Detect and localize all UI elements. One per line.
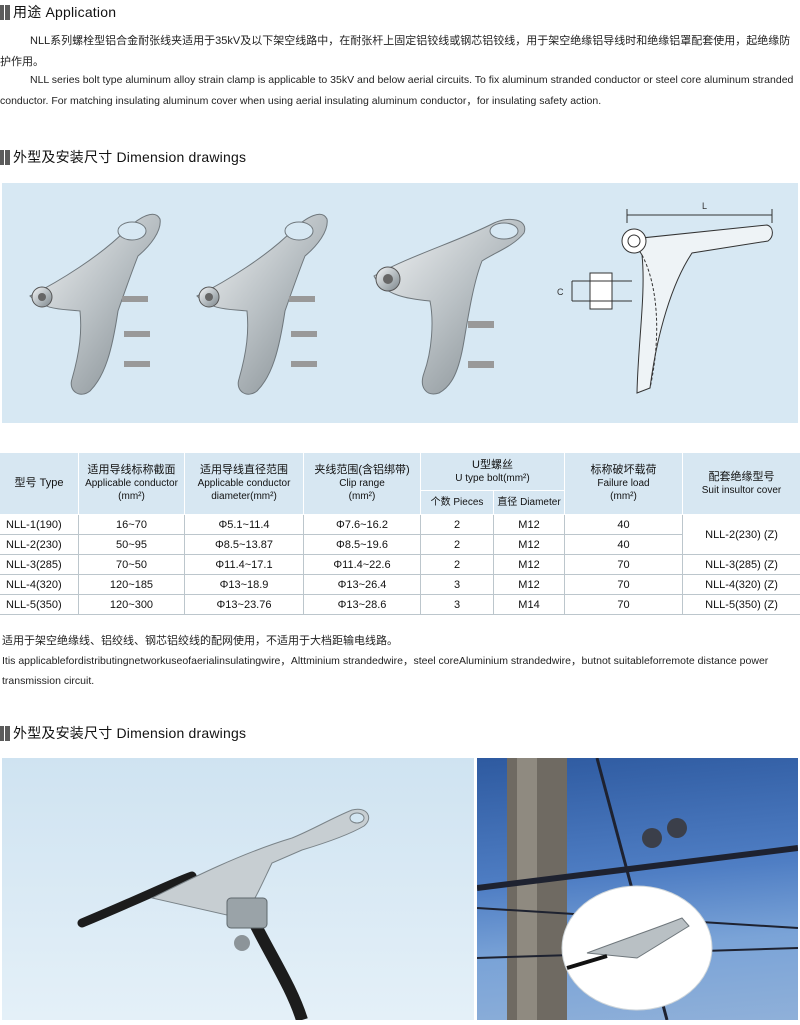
dim-C-label: C <box>557 287 564 297</box>
spec-table: 型号 Type 适用导线标称截面 Applicable conductor (m… <box>0 452 800 615</box>
table-row: NLL-4(320) 120~185 Φ13~18.9 Φ13~26.4 3 M… <box>0 575 800 595</box>
table-row: NLL-2(230) 50~95 Φ8.5~13.87 Φ8.5~19.6 2 … <box>0 535 800 555</box>
table-row: NLL-3(285) 70~50 Φ11.4~17.1 Φ11.4~22.6 2… <box>0 555 800 575</box>
application-paragraph-en: NLL series bolt type aluminum alloy stra… <box>0 70 794 112</box>
dimension-heading-2-text: 外型及安装尺寸 Dimension drawings <box>13 723 246 743</box>
application-paragraph-cn: NLL系列螺栓型铝合金耐张线夹适用于35kV及以下架空线路中，在耐张杆上固定铝铰… <box>0 31 794 73</box>
product-drawings-panel: L C <box>2 183 798 423</box>
col-header-conductor: 适用导线标称截面 Applicable conductor (mm²) <box>79 453 185 515</box>
strain-clamp-illustrations: L C <box>2 183 798 423</box>
col-header-bolt-diameter: 直径 Diameter <box>494 491 565 515</box>
cover-cell: NLL-4(320) (Z) <box>683 575 800 595</box>
clamp-photo-3 <box>374 219 525 394</box>
col-header-failure-load: 标称破坏载荷 Failure load (mm²) <box>565 453 683 515</box>
dim-L-label: L <box>702 201 707 211</box>
dimension-heading-1-text: 外型及安装尺寸 Dimension drawings <box>13 147 246 167</box>
col-header-u-bolt: U型螺丝 U type bolt(mm²) <box>421 453 565 491</box>
utility-pole-image <box>477 758 798 1020</box>
col-header-pieces: 个数 Pieces <box>421 491 494 515</box>
cover-cell: NLL-5(350) (Z) <box>683 595 800 615</box>
heading-marker-icon <box>0 5 10 20</box>
clamp-photo-2 <box>197 214 327 394</box>
application-heading-text: 用途 Application <box>13 2 116 22</box>
dimension-line-drawing: L C <box>557 201 772 393</box>
cover-cell: NLL-2(230) (Z) <box>683 515 800 555</box>
usage-note-en: Itis applicablefordistributingnetworkuse… <box>2 651 794 691</box>
application-heading: 用途 Application <box>0 2 116 22</box>
dimension-heading-1: 外型及安装尺寸 Dimension drawings <box>0 147 246 167</box>
heading-marker-icon <box>0 726 10 741</box>
heading-marker-icon <box>0 150 10 165</box>
table-row: NLL-1(190) 16~70 Φ5.1~11.4 Φ7.6~16.2 2 M… <box>0 515 800 535</box>
cover-cell: NLL-3(285) (Z) <box>683 555 800 575</box>
col-header-diameter: 适用导线直径范围 Applicable conductor diameter(m… <box>185 453 304 515</box>
clamp-photo-1 <box>30 214 160 394</box>
clamp-with-cable-image <box>2 758 474 1020</box>
col-header-type: 型号 Type <box>0 453 79 515</box>
usage-note-cn: 适用于架空绝缘线、铝绞线、钢芯铝绞线的配网使用，不适用于大档距输电线路。 <box>2 630 794 652</box>
pole-installation-photo <box>477 758 798 1020</box>
col-header-clip-range: 夹线范围(含铝绑带) Clip range (mm²) <box>304 453 421 515</box>
col-header-cover: 配套绝缘型号 Suit insultor cover <box>683 453 800 515</box>
dimension-heading-2: 外型及安装尺寸 Dimension drawings <box>0 723 246 743</box>
table-row: NLL-5(350) 120~300 Φ13~23.76 Φ13~28.6 3 … <box>0 595 800 615</box>
installed-clamp-photo <box>2 758 474 1020</box>
